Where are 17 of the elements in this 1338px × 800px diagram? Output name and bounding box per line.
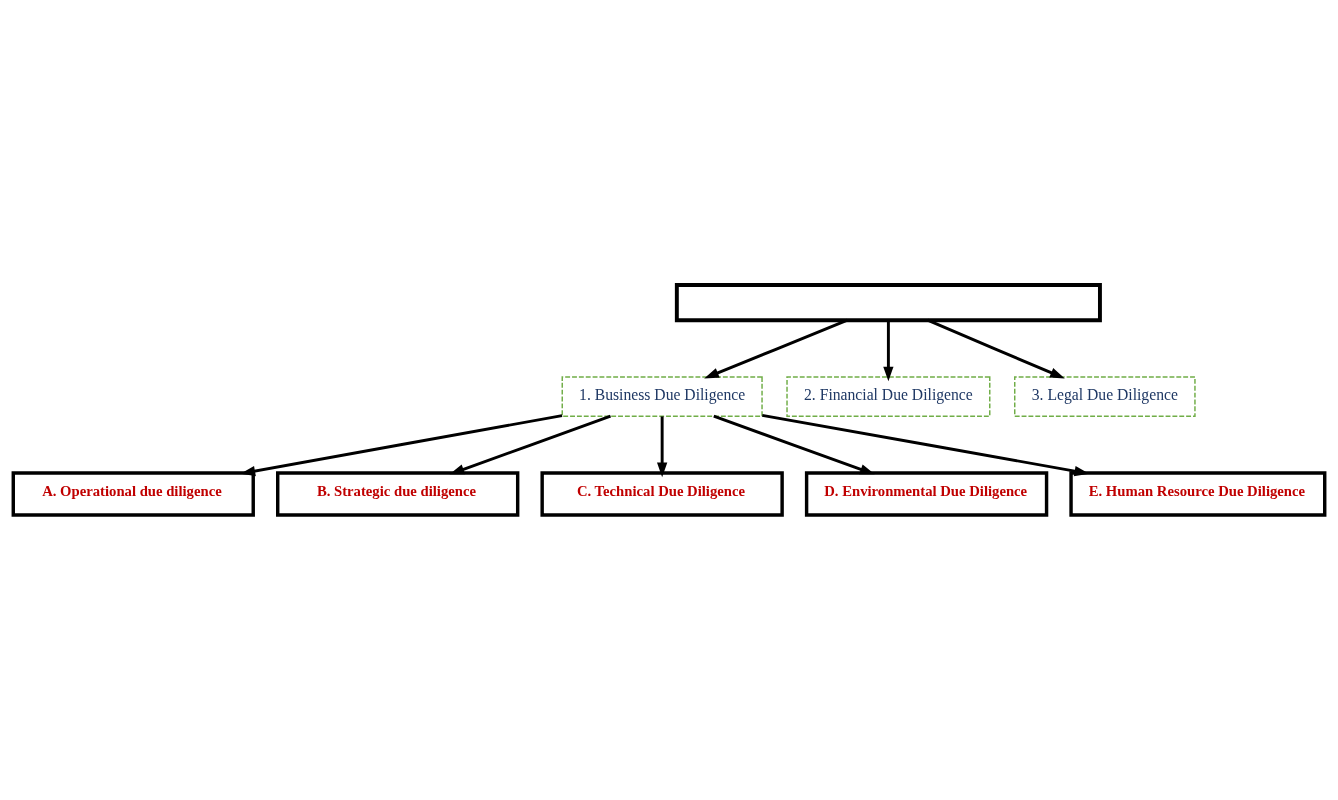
arrow (713, 414, 875, 475)
node-box: E. Human Resource Due Diligence (1069, 471, 1327, 517)
arrow (240, 414, 563, 477)
arrow (762, 413, 1090, 477)
arrow (449, 414, 612, 475)
arrow (657, 416, 668, 478)
arrow (704, 318, 848, 379)
node-box (674, 282, 1102, 323)
node-box: C. Technical Due Diligence (540, 471, 784, 517)
node-box: 2. Financial Due Diligence (786, 376, 991, 417)
node-box: B. Strategic due diligence (276, 471, 520, 517)
node-box: D. Environmental Due Diligence (804, 471, 1049, 517)
node-box: A. Operational due diligence (11, 471, 255, 517)
node-box: 3. Legal Due Diligence (1014, 376, 1196, 417)
arrow (883, 320, 894, 382)
node-box: 1. Business Due Diligence (561, 376, 763, 417)
arrow (927, 318, 1065, 379)
